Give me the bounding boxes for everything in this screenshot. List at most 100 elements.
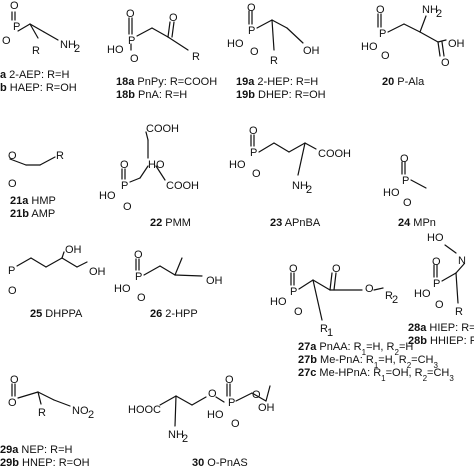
caption-segment: 2-HEP: R=H bbox=[254, 76, 318, 88]
atom-label: NO bbox=[72, 405, 89, 417]
atom-label: R bbox=[192, 51, 200, 63]
atom-label: OH bbox=[448, 38, 465, 50]
atom-label: P bbox=[290, 286, 297, 298]
atom-label: P bbox=[135, 271, 142, 283]
atom-label: COOH bbox=[166, 180, 199, 192]
caption-segment: 2 bbox=[395, 348, 400, 357]
atom-label: R bbox=[32, 45, 40, 57]
atom-label: HO bbox=[414, 288, 431, 300]
atom-label: HO bbox=[99, 190, 116, 202]
caption-26: 26 2-HPP bbox=[150, 308, 198, 320]
atom-label: 2 bbox=[392, 294, 398, 306]
caption-segment: HIEP: R=H bbox=[426, 322, 474, 334]
atom-label: O bbox=[376, 4, 385, 16]
atom-label: P bbox=[250, 147, 257, 159]
caption-segment: 2-AEP: R=H bbox=[6, 69, 69, 81]
atom-label: O bbox=[247, 2, 256, 14]
caption-segment: 21a bbox=[10, 195, 29, 207]
caption-segment: HAEP: R=OH bbox=[7, 82, 77, 94]
atom-label: HO bbox=[270, 296, 287, 308]
caption-segment: =OH, R bbox=[386, 367, 423, 379]
caption-segment: 28b bbox=[408, 335, 427, 347]
caption-segment: 3 bbox=[433, 361, 438, 370]
caption-segment: =H, R bbox=[378, 354, 406, 366]
atom-label: O bbox=[126, 8, 135, 20]
atom-label: O bbox=[10, 374, 19, 386]
caption-24: 24 MPn bbox=[398, 217, 436, 229]
caption-segment: =CH bbox=[411, 354, 433, 366]
caption-segment: 26 bbox=[150, 308, 162, 320]
atom-label: O bbox=[8, 150, 17, 162]
caption-segment: Me-HPnA: R bbox=[316, 367, 381, 379]
caption-25: 25 DHPPA bbox=[30, 308, 83, 320]
caption-segment: DHPPA bbox=[42, 308, 83, 320]
caption-segment: 1 bbox=[374, 361, 379, 370]
caption-segment: 29a bbox=[0, 444, 19, 456]
atom-label: P bbox=[379, 28, 386, 40]
atom-label: 2 bbox=[306, 184, 312, 196]
caption-28: 28a HIEP: R=H28b HHIEP: R= bbox=[408, 322, 474, 347]
atom-label: 2 bbox=[182, 433, 188, 445]
caption-segment: 25 bbox=[30, 308, 42, 320]
caption-segment: O-PnAS bbox=[204, 457, 247, 469]
atom-label: O bbox=[252, 389, 261, 401]
caption-segment: HMP bbox=[28, 195, 56, 207]
atom-label: 2 bbox=[74, 43, 80, 55]
atom-label: O bbox=[294, 306, 303, 318]
atom-label: O bbox=[400, 153, 409, 165]
caption-segment: 19b bbox=[236, 89, 255, 101]
caption-segment: PMM bbox=[162, 217, 191, 229]
caption-segment: NEP: R=H bbox=[18, 444, 72, 456]
caption-segment: PnA: R=H bbox=[135, 89, 187, 101]
caption-segment: 19a bbox=[236, 76, 255, 88]
atom-label: O bbox=[123, 201, 132, 213]
caption-segment: 30 bbox=[192, 457, 204, 469]
atom-label: O bbox=[432, 256, 441, 268]
atom-label: P bbox=[248, 25, 255, 37]
atom-label: NH bbox=[292, 180, 308, 192]
atom-label: OH bbox=[258, 402, 275, 414]
caption-20: 20 P-Ala bbox=[382, 76, 425, 88]
caption-segment: PnAA: R bbox=[316, 341, 361, 353]
atom-label: O bbox=[365, 283, 374, 295]
atom-label: HO bbox=[207, 409, 224, 421]
atom-label: 2 bbox=[436, 8, 442, 20]
atom-label: O bbox=[289, 263, 298, 275]
atom-label: O bbox=[250, 46, 259, 58]
caption-segment: PnPy: R=COOH bbox=[134, 76, 217, 88]
caption-segment: 21b bbox=[10, 208, 29, 220]
atom-label: O bbox=[169, 12, 178, 24]
atom-label: R bbox=[56, 150, 64, 162]
atom-label: HOOC bbox=[128, 404, 161, 416]
caption-segment: 23 bbox=[270, 217, 282, 229]
atom-label: COOH bbox=[318, 148, 351, 160]
atom-label: HO bbox=[114, 283, 131, 295]
atom-label: O bbox=[252, 168, 261, 180]
caption-segment: Me-PnA: R bbox=[317, 354, 374, 366]
atom-label: O bbox=[120, 159, 129, 171]
caption-segment: 2-HPP bbox=[162, 308, 197, 320]
caption-segment: =H, R bbox=[366, 341, 394, 353]
caption-segment: 18a bbox=[116, 76, 135, 88]
atom-label: O bbox=[2, 35, 11, 47]
caption-segment: MPn bbox=[410, 217, 436, 229]
caption-segment: =H bbox=[399, 341, 413, 353]
atom-label: COOH bbox=[146, 123, 179, 135]
atom-label: O bbox=[137, 292, 146, 304]
atom-label: O bbox=[249, 125, 258, 137]
atom-label: P bbox=[402, 175, 409, 187]
atom-label: NH bbox=[422, 4, 438, 16]
atom-label: 1 bbox=[327, 327, 333, 339]
atom-label: 2 bbox=[88, 409, 94, 421]
atom-label: HO bbox=[148, 159, 165, 171]
atom-label: HO bbox=[227, 38, 244, 50]
atom-label: O bbox=[403, 197, 412, 209]
atom-label: OH bbox=[89, 266, 106, 278]
caption-segment: 1 bbox=[381, 374, 386, 383]
atom-label: O bbox=[441, 57, 450, 69]
atom-label: OH bbox=[65, 244, 82, 256]
atom-label: NH bbox=[60, 39, 76, 51]
